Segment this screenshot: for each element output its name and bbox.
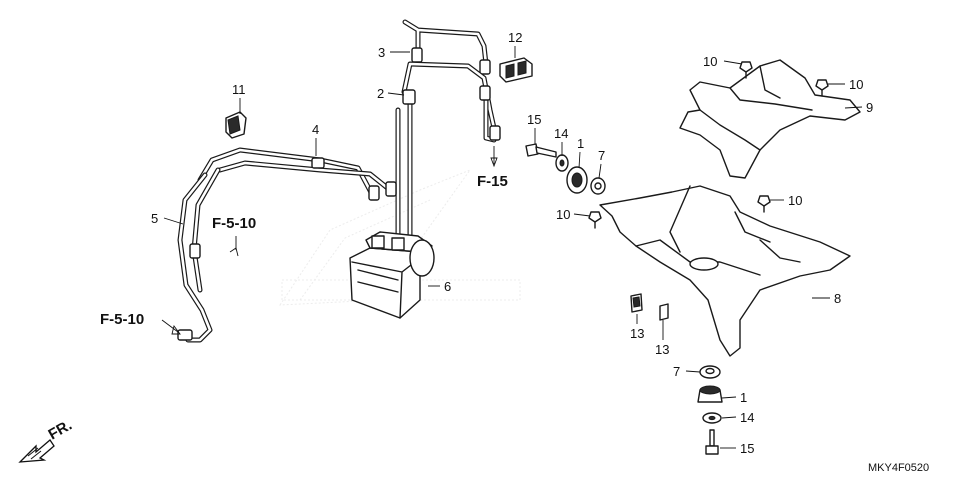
label-part-3: 3: [378, 45, 385, 60]
label-part-2: 2: [377, 86, 384, 101]
brake-pipe-2[interactable]: [395, 61, 501, 238]
label-part-1-upper: 1: [577, 136, 584, 151]
label-part-6: 6: [444, 279, 451, 294]
front-direction-marker: FR.: [18, 417, 75, 463]
bolt-10-mid-right[interactable]: [757, 195, 771, 213]
bolt-10-upper-left[interactable]: [739, 61, 753, 79]
upper-cover-9[interactable]: [679, 59, 861, 179]
label-part-10-b: 10: [849, 77, 863, 92]
grommet-1-upper[interactable]: [566, 166, 588, 194]
clip-13-lower[interactable]: [659, 303, 669, 321]
bolt-15-lower[interactable]: [705, 429, 719, 455]
label-part-11: 11: [232, 82, 246, 97]
bolt-10-left[interactable]: [588, 211, 602, 229]
grommet-1-lower[interactable]: [697, 385, 723, 403]
brake-hose-5[interactable]: [177, 167, 221, 343]
collar-7-upper[interactable]: [590, 177, 606, 195]
leader-lines: [161, 46, 863, 449]
label-part-14-upper: 14: [554, 126, 568, 141]
label-part-9: 9: [866, 100, 873, 115]
ref-f510-lower[interactable]: F-5-10: [100, 311, 144, 328]
label-part-7-upper: 7: [598, 148, 605, 163]
collar-7-lower[interactable]: [699, 365, 721, 379]
label-part-10-d: 10: [556, 207, 570, 222]
label-part-13-b: 13: [655, 342, 669, 357]
label-part-10-a: 10: [703, 54, 717, 69]
brake-pipe-3[interactable]: [402, 19, 491, 75]
label-part-8: 8: [834, 291, 841, 306]
front-arrow-icon: [18, 439, 55, 463]
label-part-15-upper: 15: [527, 112, 541, 127]
label-part-10-c: 10: [788, 193, 802, 208]
label-part-4: 4: [312, 122, 319, 137]
washer-14-upper[interactable]: [555, 154, 569, 172]
label-part-14-lower: 14: [740, 410, 754, 425]
bolt-10-upper-right[interactable]: [815, 79, 829, 97]
clip-13-upper[interactable]: [630, 293, 643, 313]
label-part-15-lower: 15: [740, 441, 754, 456]
diagram-code: MKY4F0520: [868, 462, 929, 474]
label-part-1-lower: 1: [740, 390, 747, 405]
clamp-12[interactable]: [499, 57, 533, 83]
abs-modulator-6[interactable]: [349, 231, 435, 319]
ref-f510-upper[interactable]: F-5-10: [212, 215, 256, 232]
label-part-13-a: 13: [630, 326, 644, 341]
ref-f15[interactable]: F-15: [477, 173, 508, 190]
lower-cover-8[interactable]: [599, 185, 851, 357]
label-part-5: 5: [151, 211, 158, 226]
washer-14-lower[interactable]: [702, 412, 722, 424]
clip-11[interactable]: [225, 111, 247, 139]
label-part-7-lower: 7: [673, 364, 680, 379]
bolt-15-upper[interactable]: [525, 143, 557, 158]
brake-hose-4[interactable]: [197, 147, 397, 201]
label-part-12: 12: [508, 30, 522, 45]
